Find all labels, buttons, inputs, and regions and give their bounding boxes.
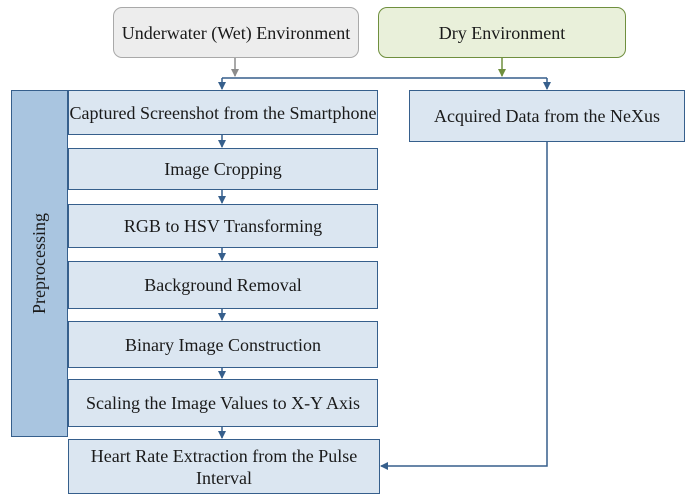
step-background-removal: Background Removal [68, 261, 378, 309]
step-label: Background Removal [144, 275, 302, 295]
step-label: RGB to HSV Transforming [123, 216, 323, 236]
wet-environment-box: Underwater (Wet) Environment [113, 7, 359, 58]
wet-environment-label: Underwater (Wet) Environment [121, 22, 351, 43]
dry-environment-label: Dry Environment [438, 22, 566, 43]
final-step-label: Heart Rate Extraction from the Pulse Int… [90, 445, 358, 488]
step-label: Binary Image Construction [125, 334, 321, 355]
dry-environment-box: Dry Environment [378, 7, 626, 58]
step-acquired-nexus-data: Acquired Data from the NeXus [409, 90, 685, 142]
dry-step-label: Acquired Data from the NeXus [434, 106, 660, 126]
step-heart-rate-extraction: Heart Rate Extraction from the Pulse Int… [68, 439, 380, 494]
preprocessing-bar: Preprocessing [11, 90, 68, 437]
dry-to-final-line [380, 142, 548, 470]
step-label: Scaling the Image Values to X-Y Axis [86, 393, 360, 413]
step-rgb-to-hsv: RGB to HSV Transforming [68, 204, 378, 248]
step-image-cropping: Image Cropping [68, 148, 378, 190]
step-label: Image Cropping [164, 159, 282, 179]
step-captured-screenshot: Captured Screenshot from the Smartphone [68, 90, 378, 135]
step-label: Captured Screenshot from the Smartphone [69, 102, 377, 123]
step-scaling-values: Scaling the Image Values to X-Y Axis [68, 379, 378, 427]
preprocessing-label: Preprocessing [29, 213, 50, 314]
step-binary-image: Binary Image Construction [68, 321, 378, 368]
